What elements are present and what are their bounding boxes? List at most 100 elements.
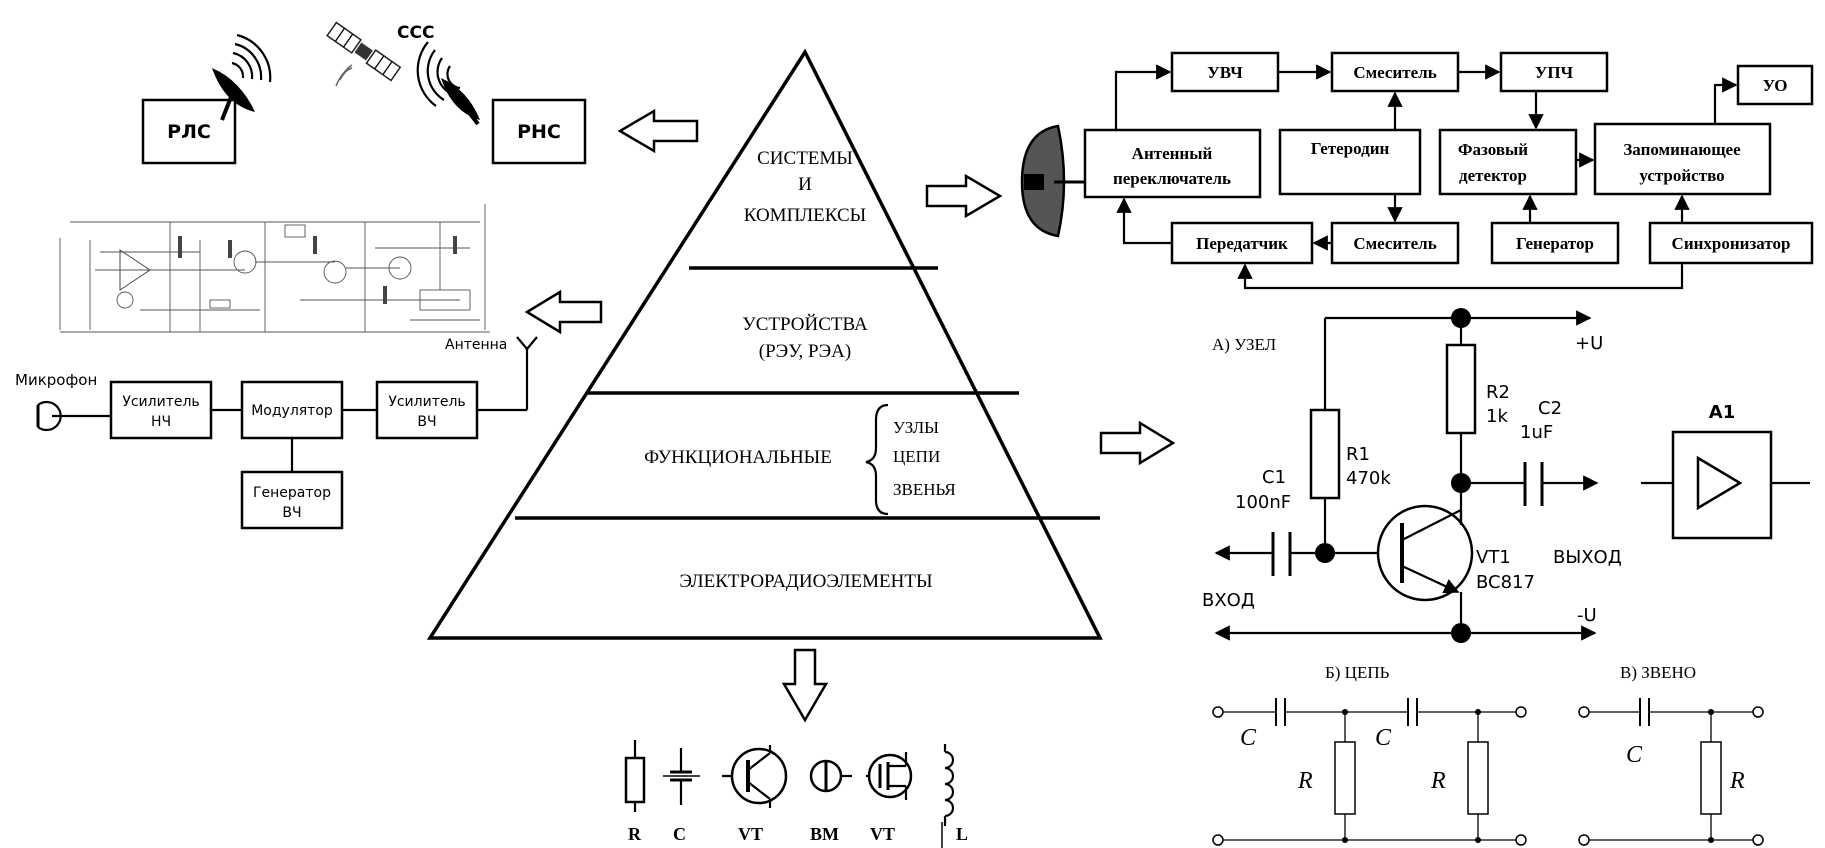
junction-dot	[1451, 623, 1471, 643]
element-label-vt: VT	[738, 824, 763, 844]
level-elements-label: ЭЛЕКТРОРАДИОЭЛЕМЕНТЫ	[679, 571, 932, 592]
c1-value: 100nF	[1235, 492, 1291, 513]
rc-chain: Б) ЦЕПЬ C C R R	[1212, 663, 1527, 846]
dish-antenna-icon	[416, 41, 480, 126]
element-label-vm: ВМ	[810, 824, 839, 844]
level-systems-line-2: И	[798, 174, 812, 195]
amplifier-triangle-icon	[1696, 455, 1743, 511]
hollow-arrow-left-systems	[617, 108, 699, 154]
r1-name: R1	[1346, 444, 1370, 465]
element-label-r: R	[628, 824, 642, 844]
antenna-switch-line-2: переключатель	[1113, 169, 1231, 188]
level-systems-line-1: СИСТЕМЫ	[757, 148, 853, 169]
resistor-symbol	[624, 740, 646, 812]
gen-hf-line-1: Генератор	[253, 485, 331, 501]
chain-r1-label: R	[1297, 768, 1313, 794]
radar-block-diagram: УВЧ Смеситель УПЧ УО Антенный переключат…	[1020, 51, 1814, 290]
pyramid: СИСТЕМЫ И КОМПЛЕКСЫ УСТРОЙСТВА (РЭУ, РЭА…	[426, 48, 1103, 640]
c1-name: C1	[1262, 467, 1286, 488]
node-title: А) УЗЕЛ	[1212, 335, 1277, 354]
vt1-name: VT1	[1476, 547, 1511, 568]
hollow-arrow-left-devices	[524, 289, 603, 335]
chain-title: Б) ЦЕПЬ	[1325, 663, 1390, 682]
link-title: В) ЗВЕНО	[1620, 663, 1696, 682]
level-devices-line-1: УСТРОЙСТВА	[742, 314, 868, 335]
link-c-label: C	[1626, 742, 1643, 768]
radionav-system: РНС	[416, 41, 587, 165]
antenna-label: Антенна	[445, 337, 507, 353]
signal-waves-icon	[335, 64, 353, 87]
transistor-symbol	[722, 745, 788, 808]
amp-lf-line-1: Усилитель	[122, 394, 199, 410]
transmitter-block-diagram: Микрофон Усилитель НЧ Модулятор Усилител…	[15, 336, 538, 530]
r2-name: R2	[1486, 382, 1510, 403]
field-transistor-symbol	[866, 752, 913, 800]
level-functional-item-nodes: УЗЛЫ	[893, 418, 939, 437]
c2-value: 1uF	[1520, 422, 1553, 443]
capacitor-symbol	[663, 748, 700, 805]
element-label-l: L	[956, 824, 968, 844]
phase-detector-line-1: Фазовый	[1458, 140, 1528, 159]
node-circuit: А) УЗЕЛ +U R1 470k R2 1k C2 1uF ВЫХОД C1…	[1202, 308, 1810, 643]
hollow-arrow-right-functional	[1099, 420, 1176, 466]
rc-link: В) ЗВЕНО C R	[1578, 663, 1764, 846]
level-functional-item-chains: ЦЕПИ	[893, 447, 940, 466]
satellite-icon	[326, 21, 402, 82]
c2-name: C2	[1538, 398, 1562, 419]
antenna-icon	[516, 336, 538, 351]
link-r-label: R	[1729, 768, 1745, 794]
heterodyne-label: Гетеродин	[1311, 139, 1390, 158]
output-label: ВЫХОД	[1553, 547, 1622, 568]
antenna-switch-line-1: Антенный	[1132, 144, 1213, 163]
r2-value: 1k	[1486, 406, 1508, 427]
uvch-label: УВЧ	[1207, 63, 1243, 82]
microphone-label: Микрофон	[15, 371, 97, 389]
element-label-vt-field: VT	[870, 824, 895, 844]
a1-label: A1	[1709, 402, 1735, 423]
curly-brace	[865, 403, 889, 516]
gen-hf-line-2: ВЧ	[282, 505, 301, 521]
modulator-label: Модулятор	[251, 403, 333, 419]
memory-line-1: Запоминающее	[1623, 140, 1741, 159]
phase-detector-line-2: детектор	[1459, 166, 1527, 185]
level-functional-item-links: ЗВЕНЬЯ	[893, 480, 956, 499]
chain-r2-label: R	[1430, 768, 1446, 794]
r2-resistor	[1445, 343, 1477, 435]
satellite-label: ССС	[397, 23, 434, 43]
radar-system: РЛС	[141, 33, 272, 165]
mixer-bottom-label: Смеситель	[1353, 234, 1436, 253]
microphone-symbol	[809, 759, 852, 793]
amp-hf-line-1: Усилитель	[388, 394, 465, 410]
generator-label: Генератор	[1516, 234, 1594, 253]
input-label: ВХОД	[1202, 590, 1255, 611]
radar-dish-icon	[1020, 124, 1085, 238]
dish-antenna-icon	[212, 33, 272, 121]
uo-label: УО	[1763, 76, 1788, 95]
transmitter-label: Передатчик	[1196, 234, 1288, 253]
amp-hf-line-2: ВЧ	[417, 414, 436, 430]
element-symbols: R C VT ВМ VT L	[624, 740, 968, 848]
upch-label: УПЧ	[1535, 63, 1574, 82]
chain-c2-label: C	[1375, 725, 1392, 751]
r1-value: 470k	[1346, 468, 1391, 489]
inductor-symbol	[941, 744, 955, 848]
hollow-arrow-down-elements	[781, 648, 829, 723]
synchronizer-label: Синхронизатор	[1672, 234, 1791, 253]
r1-resistor	[1309, 408, 1341, 500]
level-devices-line-2: (РЭУ, РЭА)	[759, 341, 851, 362]
radar-label: РЛС	[167, 121, 211, 143]
hollow-arrow-right-systems	[925, 173, 1003, 219]
element-label-c: C	[673, 824, 686, 844]
level-functional-label: ФУНКЦИОНАЛЬНЫЕ	[644, 447, 832, 468]
chain-c1-label: C	[1240, 725, 1257, 751]
amp-lf-line-2: НЧ	[151, 414, 171, 430]
vt1-part: BC817	[1476, 572, 1535, 593]
a1-block: A1	[1641, 402, 1810, 540]
plus-u-label: +U	[1575, 333, 1603, 354]
minus-u-label: -U	[1577, 605, 1597, 626]
schematic-thumbnail	[59, 204, 490, 333]
vt1-transistor	[1376, 504, 1474, 602]
level-systems-line-3: КОМПЛЕКСЫ	[744, 205, 866, 226]
radionav-label: РНС	[517, 121, 561, 143]
